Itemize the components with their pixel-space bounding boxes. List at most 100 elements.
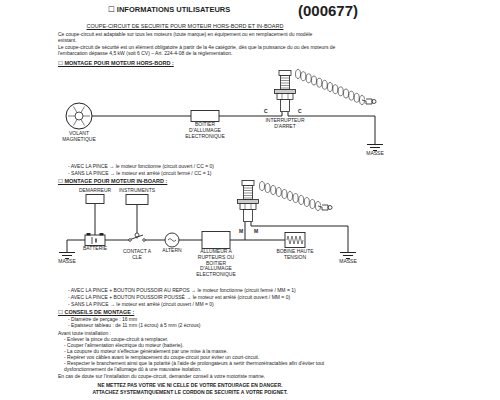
wire [137, 205, 138, 231]
ignition-coil: BOBINE HAUTE TENSION [276, 231, 314, 261]
line-stroke [262, 116, 282, 117]
switch-symbol [275, 71, 296, 112]
flywheel-magneto: VOLANT MAGNETIQUE [56, 101, 102, 143]
warning-text: ATTACHEZ SYSTEMATIQUEMENT LE CORDON DE S… [40, 389, 340, 395]
part-label: BOITIER D'ALLUMAGE ELECTRONIQUE [180, 122, 230, 139]
part-label: VOLANT MAGNETIQUE [56, 131, 102, 143]
cord-loop [271, 186, 276, 195]
section-heading: ☐ CONSEILS DE MONTAGE : [58, 309, 134, 315]
cord-loop [260, 182, 265, 191]
line-stroke [59, 252, 75, 253]
rect-stroke [191, 111, 219, 122]
terminal-label: C [264, 108, 268, 114]
note-text: - AVEC LA PINCE + BOUTON POUSSOIR POUSSÉ… [68, 294, 290, 300]
cord-loop [338, 87, 343, 96]
note-text: - AVEC LA PINCE → le moteur fonctionne (… [68, 163, 214, 169]
wire [245, 222, 348, 248]
part-label: INSTRUMENTS [115, 188, 159, 194]
ground-symbol: MASSE [335, 248, 361, 265]
ground-symbol [335, 248, 361, 259]
line-stroke [62, 255, 72, 256]
ground-symbol [56, 248, 78, 259]
line-stroke [74, 106, 78, 112]
path-stroke [168, 239, 176, 242]
note-text: - La coupure du moteur s'effectue généra… [64, 348, 228, 354]
note-text: - Respecter le branchement ainsi que la … [64, 360, 326, 372]
note-text: - Epaisseur tableau : de 11 mm (1 écrou)… [68, 322, 200, 328]
terminal-label: M [254, 228, 258, 234]
circle-stroke [129, 239, 132, 242]
part-label: CONTACT A CLE [122, 249, 152, 261]
cord-loop [312, 76, 317, 85]
cord-loop [322, 80, 327, 89]
note-text: En cas de doute sur l'installation du co… [58, 373, 328, 379]
cord-loop [344, 89, 349, 98]
note-text: - SANS LA PINCE → le moteur est arrêté (… [68, 170, 212, 176]
line-stroke [67, 248, 68, 253]
line-stroke [370, 147, 380, 148]
line-stroke [95, 239, 96, 243]
wire [110, 240, 122, 241]
line-stroke [276, 240, 285, 241]
switch-symbol [238, 181, 259, 222]
ground-symbol [362, 140, 388, 151]
line-stroke [288, 116, 308, 117]
line-stroke [180, 116, 191, 117]
rect-stroke [86, 194, 104, 203]
section-heading: ☐ MONTAGE POUR MOTEUR HORS-BORD : [58, 60, 174, 66]
distributor-box: ALLUMEUR A RUPTEURS OU BOITIER D'ALLUMAG… [192, 231, 240, 278]
part-label: MASSE [56, 259, 78, 265]
note-text: Avant toute installation : [58, 330, 111, 336]
line-stroke [145, 240, 152, 241]
page-title: ☐ INFORMATIONS UTILISATEURS [108, 5, 230, 14]
rect-symbol [115, 194, 159, 205]
rect-stroke [126, 194, 148, 204]
path-stroke [287, 236, 303, 244]
line-stroke [219, 116, 230, 117]
line-stroke [375, 140, 376, 145]
line-stroke [80, 240, 85, 241]
ground-symbol: MASSE [362, 140, 388, 157]
wire [308, 116, 375, 140]
cord-loop [310, 200, 315, 209]
rect-stroke [85, 235, 105, 246]
line-stroke [348, 248, 349, 253]
line-stroke [230, 240, 240, 241]
rect-symbol [192, 231, 240, 249]
part-label: ALTERN [158, 248, 186, 254]
part-label: MASSE [362, 151, 388, 157]
line-stroke [340, 252, 356, 253]
line-stroke [282, 112, 283, 116]
wire [95, 204, 96, 232]
cord-clip [362, 99, 372, 104]
cord-loop [299, 196, 304, 205]
line-stroke [367, 144, 383, 145]
circle-stroke [75, 112, 83, 120]
altern-symbol [158, 232, 186, 248]
paragraph: Le coupe-circuit de sécurité est un élém… [58, 44, 338, 56]
note-text: - Repérer vos câbles avant le remplaceme… [64, 354, 259, 360]
line-stroke [179, 240, 186, 241]
reference-number: (000677) [298, 2, 358, 20]
ground-symbol: MASSE [56, 248, 78, 265]
battery-symbol: BATTERIE [80, 232, 110, 252]
line-stroke [92, 116, 102, 117]
key-switch: CONTACT A CLE [122, 231, 152, 261]
switch-symbol [262, 70, 308, 118]
starter-box: DEMARREUR [75, 188, 115, 204]
line-stroke [192, 240, 202, 241]
note-text: - AVEC LA PINCE + BOUTON POUSSOIR AU REP… [68, 287, 296, 293]
kill-switch: INTERRUPTEUR D'ARRET [262, 70, 308, 130]
cord-ring [328, 206, 332, 210]
key-symbol [122, 231, 152, 249]
cord-loop [288, 192, 293, 201]
cord-loop [276, 188, 281, 197]
part-label: INTERRUPTEUR D'ARRET [262, 118, 308, 130]
circle-stroke [165, 233, 179, 247]
cord-clip [318, 205, 328, 210]
battery-symbol [80, 232, 110, 246]
wire [152, 240, 158, 241]
cord-loop [293, 194, 298, 203]
part-label: BATTERIE [80, 246, 110, 252]
